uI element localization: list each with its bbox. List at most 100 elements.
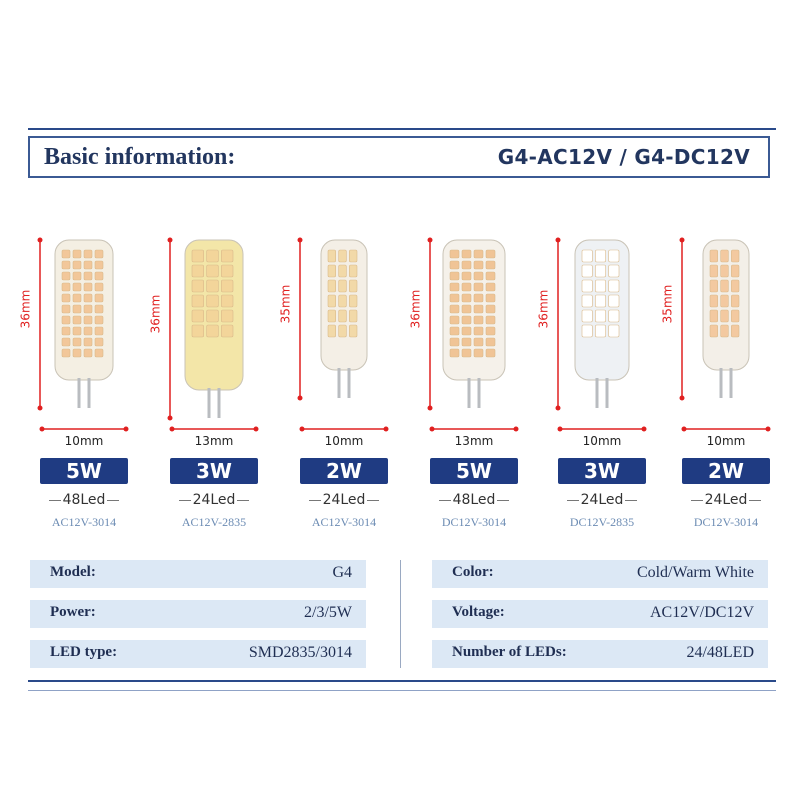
led-chip <box>581 279 593 293</box>
bottom-divider <box>28 680 776 682</box>
led-chip <box>473 304 484 314</box>
g4-pin <box>337 368 341 398</box>
led-chip <box>595 249 606 263</box>
led-chip <box>473 315 484 325</box>
led-chip <box>61 249 71 259</box>
g4-bulb-image <box>167 237 244 421</box>
led-chip <box>731 279 740 293</box>
led-chip <box>461 249 472 259</box>
led-chip <box>327 264 336 278</box>
led-chip <box>720 324 729 338</box>
dimension-endpoint <box>167 237 173 243</box>
section-title: Basic information: <box>44 144 236 170</box>
led-count: 48Led <box>412 492 536 508</box>
voltage-chip-type: AC12V-3014 <box>51 515 117 529</box>
led-chip <box>731 309 740 323</box>
width-dimension-line <box>557 426 647 432</box>
dimension-endpoint <box>37 405 43 411</box>
led-chip <box>473 249 484 259</box>
led-chip <box>72 260 82 270</box>
led-chip <box>461 304 472 314</box>
led-chip <box>485 249 496 259</box>
width-label: 10mm <box>582 434 622 448</box>
led-chip <box>595 264 606 278</box>
led-chip <box>61 304 71 314</box>
led-chip <box>83 260 93 270</box>
led-chip <box>83 282 93 292</box>
led-chip <box>720 309 729 323</box>
led-chip <box>485 326 496 336</box>
led-chip <box>221 324 234 338</box>
led-chip <box>461 282 472 292</box>
led-chip <box>338 264 347 278</box>
dimension-endpoint <box>297 395 303 401</box>
wattage-badge: 5W <box>430 458 518 484</box>
led-chip <box>94 282 104 292</box>
led-chip <box>83 337 93 347</box>
spec-value: Cold/Warm White <box>636 564 754 581</box>
led-chip <box>72 271 82 281</box>
dimension-endpoint <box>679 395 685 401</box>
dimension-endpoint <box>555 405 561 411</box>
model-range-title: G4-AC12V / G4-DC12V <box>497 145 750 169</box>
led-chip <box>72 337 82 347</box>
led-chip <box>83 293 93 303</box>
width-label: 10mm <box>324 434 364 448</box>
led-chip <box>72 282 82 292</box>
led-chip <box>485 337 496 347</box>
led-chip <box>206 324 219 338</box>
led-chip <box>191 249 204 263</box>
led-chip <box>349 309 358 323</box>
led-chip <box>83 249 93 259</box>
led-chip <box>61 348 71 358</box>
led-chip <box>338 294 347 308</box>
wattage-badge: 3W <box>558 458 646 484</box>
led-chip <box>191 309 204 323</box>
led-chip <box>731 294 740 308</box>
led-chip <box>206 264 219 278</box>
g4-pin <box>595 378 599 408</box>
led-chip <box>61 271 71 281</box>
led-chip <box>61 260 71 270</box>
led-chip <box>221 294 234 308</box>
height-label: 36mm <box>148 294 163 334</box>
led-chip <box>581 294 593 308</box>
led-chip <box>595 324 606 338</box>
wattage-badge: 5W <box>40 458 128 484</box>
led-chip <box>72 326 82 336</box>
led-chip <box>461 260 472 270</box>
led-chip <box>206 294 219 308</box>
led-chip <box>720 264 729 278</box>
led-chip <box>72 304 82 314</box>
led-chip <box>206 279 219 293</box>
led-chip <box>94 337 104 347</box>
led-chip <box>449 271 460 281</box>
led-chip <box>72 293 82 303</box>
led-chip <box>349 264 358 278</box>
spec-label: Power: <box>50 604 96 620</box>
led-chip <box>206 249 219 263</box>
width-label: 10mm <box>64 434 104 448</box>
led-chip <box>731 249 740 263</box>
led-chip <box>338 324 347 338</box>
dimension-endpoint <box>555 237 561 243</box>
led-chip <box>61 326 71 336</box>
led-chip <box>731 324 740 338</box>
g4-bulb-image <box>679 237 750 401</box>
led-chip <box>449 326 460 336</box>
led-chip <box>349 279 358 293</box>
height-label: 36mm <box>408 289 423 329</box>
led-chip <box>191 279 204 293</box>
led-chip <box>83 271 93 281</box>
g4-bulb-image <box>555 237 630 411</box>
height-label: 36mm <box>536 289 551 329</box>
voltage-chip-type: AC12V-2835 <box>181 515 247 529</box>
g4-pin <box>477 378 481 408</box>
width-label: 13mm <box>194 434 234 448</box>
spec-label: Model: <box>50 564 96 580</box>
led-chip <box>608 294 620 308</box>
led-chip <box>94 260 104 270</box>
